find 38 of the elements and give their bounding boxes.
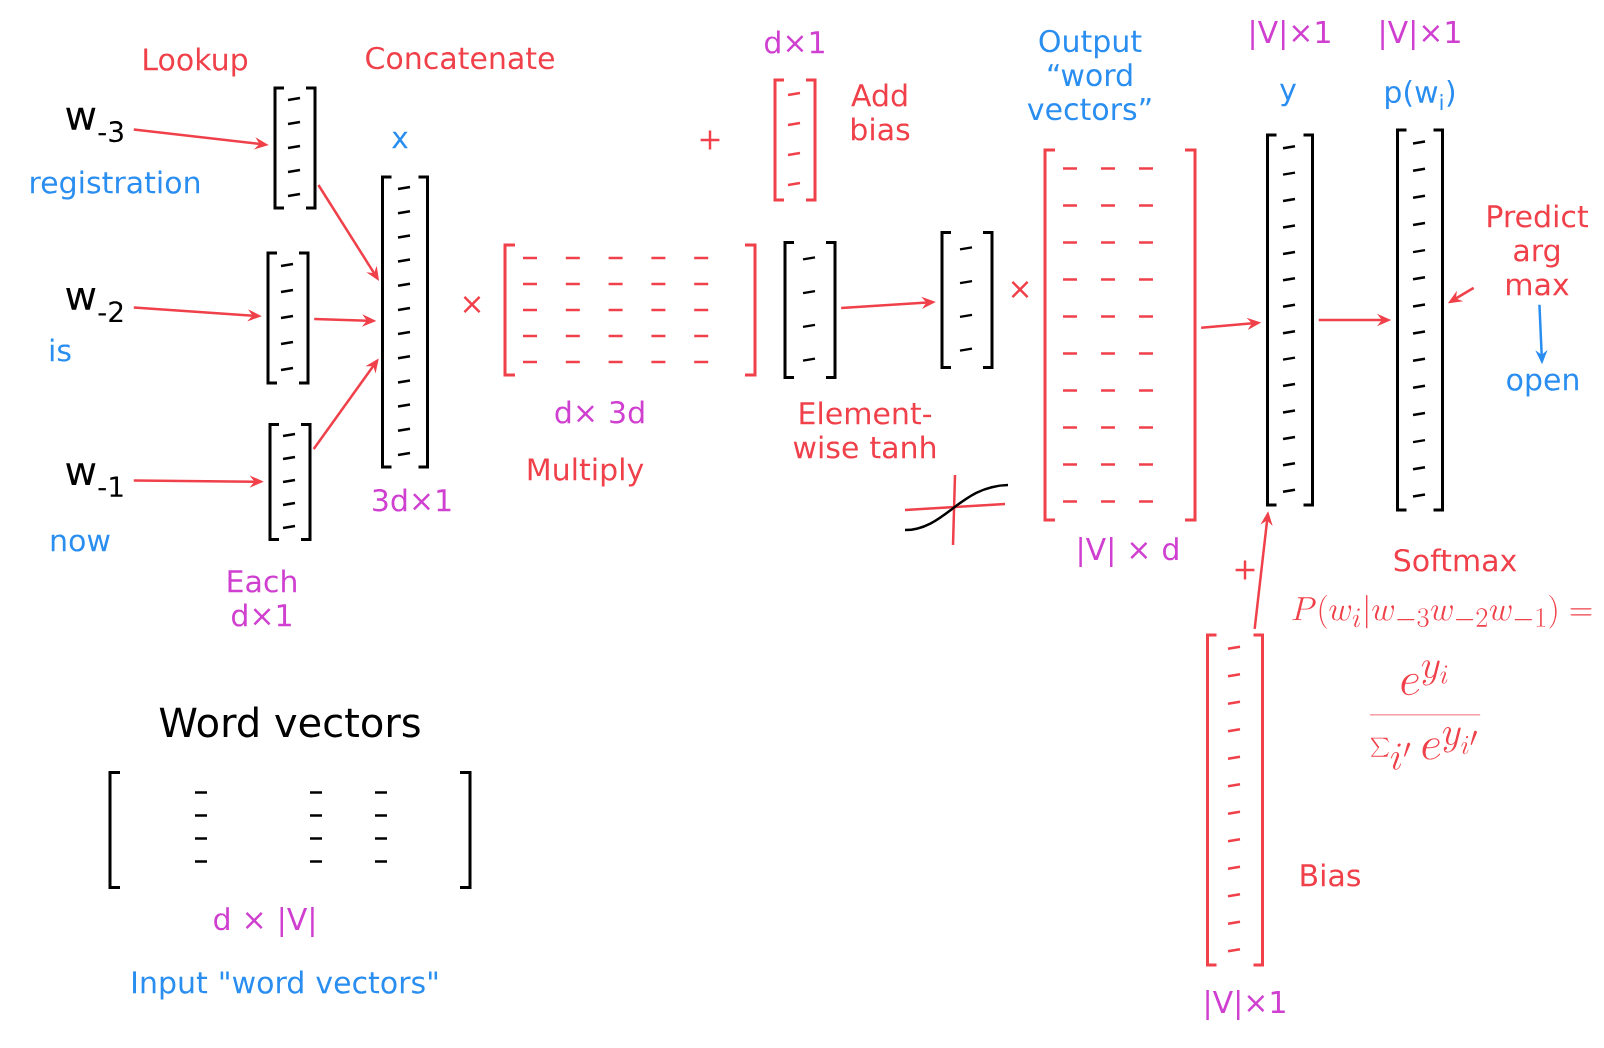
node-label: now (51, 534, 110, 552)
word-label: w$_{-1}$ (66, 463, 123, 497)
softmax-formula: $\displaystyle\frac{e^{y_i}}{\sum_{i'} e^{y_{i'}}}$ (1369, 660, 1481, 770)
matrix-drawing (1043, 148, 1197, 522)
annotation: Concatenate (366, 46, 554, 70)
node-label: |V| × d (1079, 537, 1178, 567)
note-text: Predict arg max (1488, 204, 1588, 296)
softmax-formula: $P(w_i|w_{-3}w_{-2}w_{-1}) =$ (1292, 595, 1592, 629)
annotation: Lookup (144, 47, 248, 77)
node-label: is (50, 338, 71, 362)
word-vector-matrix: Word vectors (108, 706, 472, 889)
node-label: 3d×1 (373, 488, 451, 512)
node-label: Output “word vectors” (1027, 29, 1151, 121)
node-label: y (1280, 83, 1296, 107)
operator-sign: + (1235, 560, 1255, 580)
node-label: x (392, 131, 408, 149)
node-label: d × |V| (214, 907, 314, 937)
annotation: Each d×1 (228, 569, 296, 627)
annotation: Softmax (1394, 548, 1517, 572)
node-label: Bias (1301, 863, 1360, 887)
node-label: Add bias (851, 83, 910, 141)
note-text: open (1507, 373, 1578, 397)
node-label: |V|×1 (1381, 20, 1460, 50)
word-label: w$_{-2}$ (66, 287, 123, 323)
matrix-drawing (503, 243, 757, 377)
word-label: w$_{-3}$ (66, 107, 123, 143)
node-label: registration (31, 170, 200, 200)
node-label: Multiply (528, 457, 644, 487)
node-label: d× 3d (555, 400, 644, 424)
node-label: Input "word vectors" (133, 970, 438, 1000)
node-label: d×1 (765, 30, 824, 54)
node-label: |V|×1 (1251, 20, 1330, 50)
annotation: Element-wise tanh (793, 401, 936, 459)
operator-sign: × (463, 296, 481, 313)
node-label: |V|×1 (1206, 990, 1285, 1020)
operator-sign: × (1011, 281, 1029, 298)
operator-sign: + (700, 130, 720, 150)
node-label: p(w$_{i}$) (1386, 79, 1455, 111)
